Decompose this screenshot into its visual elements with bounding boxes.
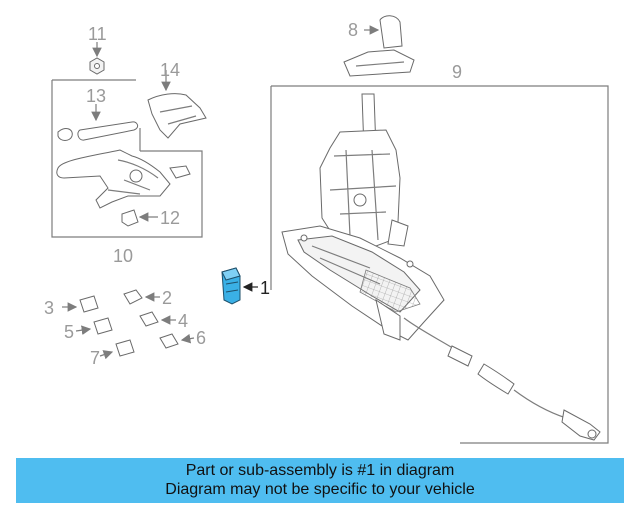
group-box-9: [270, 85, 609, 444]
callout-4: 4: [178, 311, 188, 331]
part-2-switch: [123, 289, 160, 305]
part-14-cover: [147, 70, 207, 139]
callout-1: 1: [260, 278, 270, 298]
part-6-switch: [159, 333, 195, 349]
group-box-10: [51, 79, 203, 238]
callout-9: 9: [452, 62, 462, 82]
part-13-grip: [57, 104, 139, 141]
banner-line-2: Diagram may not be specific to your vehi…: [165, 481, 475, 498]
callout-12: 12: [160, 208, 180, 228]
part-5-switch: [75, 317, 113, 335]
callout-8: 8: [348, 20, 358, 40]
callout-10: 10: [113, 246, 133, 266]
callout-6: 6: [196, 328, 206, 348]
callout-3: 3: [44, 298, 54, 318]
callout-5: 5: [64, 322, 74, 342]
callout-14: 14: [160, 60, 180, 80]
callout-7: 7: [90, 348, 100, 368]
banner-line-1: Part or sub-assembly is #1 in diagram: [185, 462, 455, 479]
part-12-bracket: [121, 209, 158, 227]
part-7-switch: [99, 339, 135, 360]
parking-brake-lever: [56, 149, 191, 209]
part-8-shift-knob: [343, 15, 415, 77]
callout-2: 2: [162, 288, 172, 308]
part-3-switch: [62, 295, 99, 313]
shift-cable: [403, 317, 601, 441]
part-1-switch: [221, 267, 258, 305]
part-4-switch: [139, 311, 176, 327]
shifter-mechanism: [319, 93, 409, 247]
shifter-base: [281, 225, 445, 341]
part-11-nut: [89, 42, 105, 75]
callout-11: 11: [88, 24, 107, 44]
callout-13: 13: [86, 86, 106, 106]
info-banner: Part or sub-assembly is #1 in diagram Di…: [16, 458, 624, 503]
